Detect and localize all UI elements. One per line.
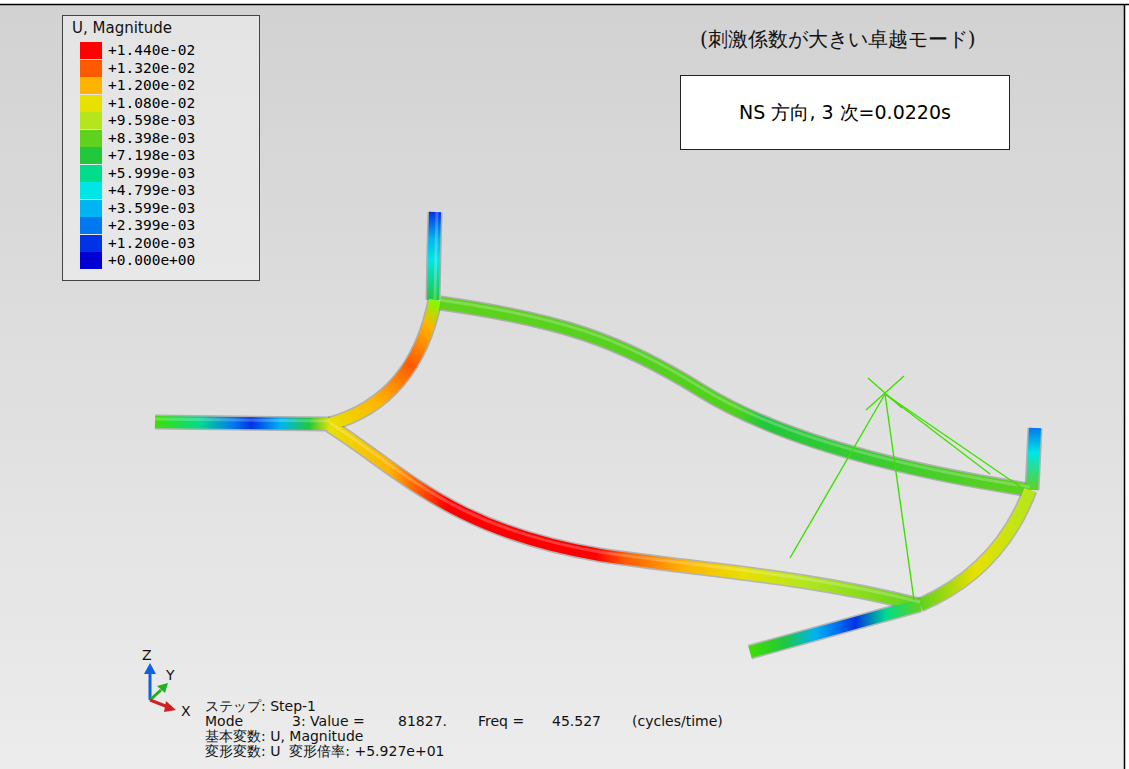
mode-info: 45.527 xyxy=(552,714,601,729)
legend-value: +7.198e-03 xyxy=(108,147,195,164)
mode-info: (cycles/time) xyxy=(632,714,723,729)
pipe xyxy=(330,426,920,605)
axis-label: Z xyxy=(142,648,152,663)
legend-value: +2.399e-03 xyxy=(108,217,195,234)
mode-info: 3: Value = xyxy=(292,714,365,729)
color-swatch xyxy=(80,77,102,94)
axis-label: X xyxy=(181,704,191,719)
support-lines xyxy=(790,376,1022,600)
color-swatch xyxy=(80,130,102,147)
pipe xyxy=(1032,428,1035,490)
pipe-model xyxy=(155,212,1035,652)
mode-label: NS 方向, 3 次=0.0220s xyxy=(739,100,951,126)
legend-value: +9.598e-03 xyxy=(108,112,195,129)
color-swatch xyxy=(80,235,102,252)
legend-value: +0.000e+00 xyxy=(108,252,195,269)
legend-value: +1.080e-02 xyxy=(108,95,195,112)
color-swatch xyxy=(80,217,102,234)
mode-info: Freq = xyxy=(478,714,524,729)
legend-value: +1.200e-03 xyxy=(108,235,195,252)
color-swatch xyxy=(80,60,102,77)
frame-line xyxy=(1124,4,1126,769)
variable-info: 基本変数: U, Magnitude xyxy=(205,729,363,744)
mode-info: Mode xyxy=(205,714,243,729)
legend-title: U, Magnitude xyxy=(72,20,172,37)
color-swatch xyxy=(80,147,102,164)
axis-triad xyxy=(144,663,176,712)
legend-value: +3.599e-03 xyxy=(108,200,195,217)
pipe xyxy=(920,490,1030,605)
color-swatch xyxy=(80,95,102,112)
legend-value: +1.200e-02 xyxy=(108,77,195,94)
legend-value: +1.320e-02 xyxy=(108,60,195,77)
color-swatch xyxy=(80,252,102,269)
color-swatch xyxy=(80,165,102,182)
legend-value: +5.999e-03 xyxy=(108,165,195,182)
plot-title: (刺激係数が大きい卓越モード) xyxy=(700,28,976,50)
pipe xyxy=(155,422,330,424)
pipe xyxy=(440,303,1030,490)
color-swatch xyxy=(80,200,102,217)
pipe xyxy=(750,605,920,652)
caption-box: NS 方向, 3 次=0.0220s xyxy=(680,75,1010,150)
color-swatch xyxy=(80,42,102,59)
legend-value: +8.398e-03 xyxy=(108,130,195,147)
variable-info: 変形変数: U 変形倍率: +5.927e+01 xyxy=(205,744,444,759)
step-info: ステップ: Step-1 xyxy=(205,699,316,714)
legend-value: +4.799e-03 xyxy=(108,182,195,199)
viewport-ground xyxy=(0,5,1124,769)
color-swatch xyxy=(80,112,102,129)
color-swatch xyxy=(80,182,102,199)
axis-label: Y xyxy=(166,668,175,683)
frame-line xyxy=(0,4,1129,6)
mode-info: 81827. xyxy=(398,714,447,729)
legend-value: +1.440e-02 xyxy=(108,42,195,59)
pipe xyxy=(330,300,435,424)
